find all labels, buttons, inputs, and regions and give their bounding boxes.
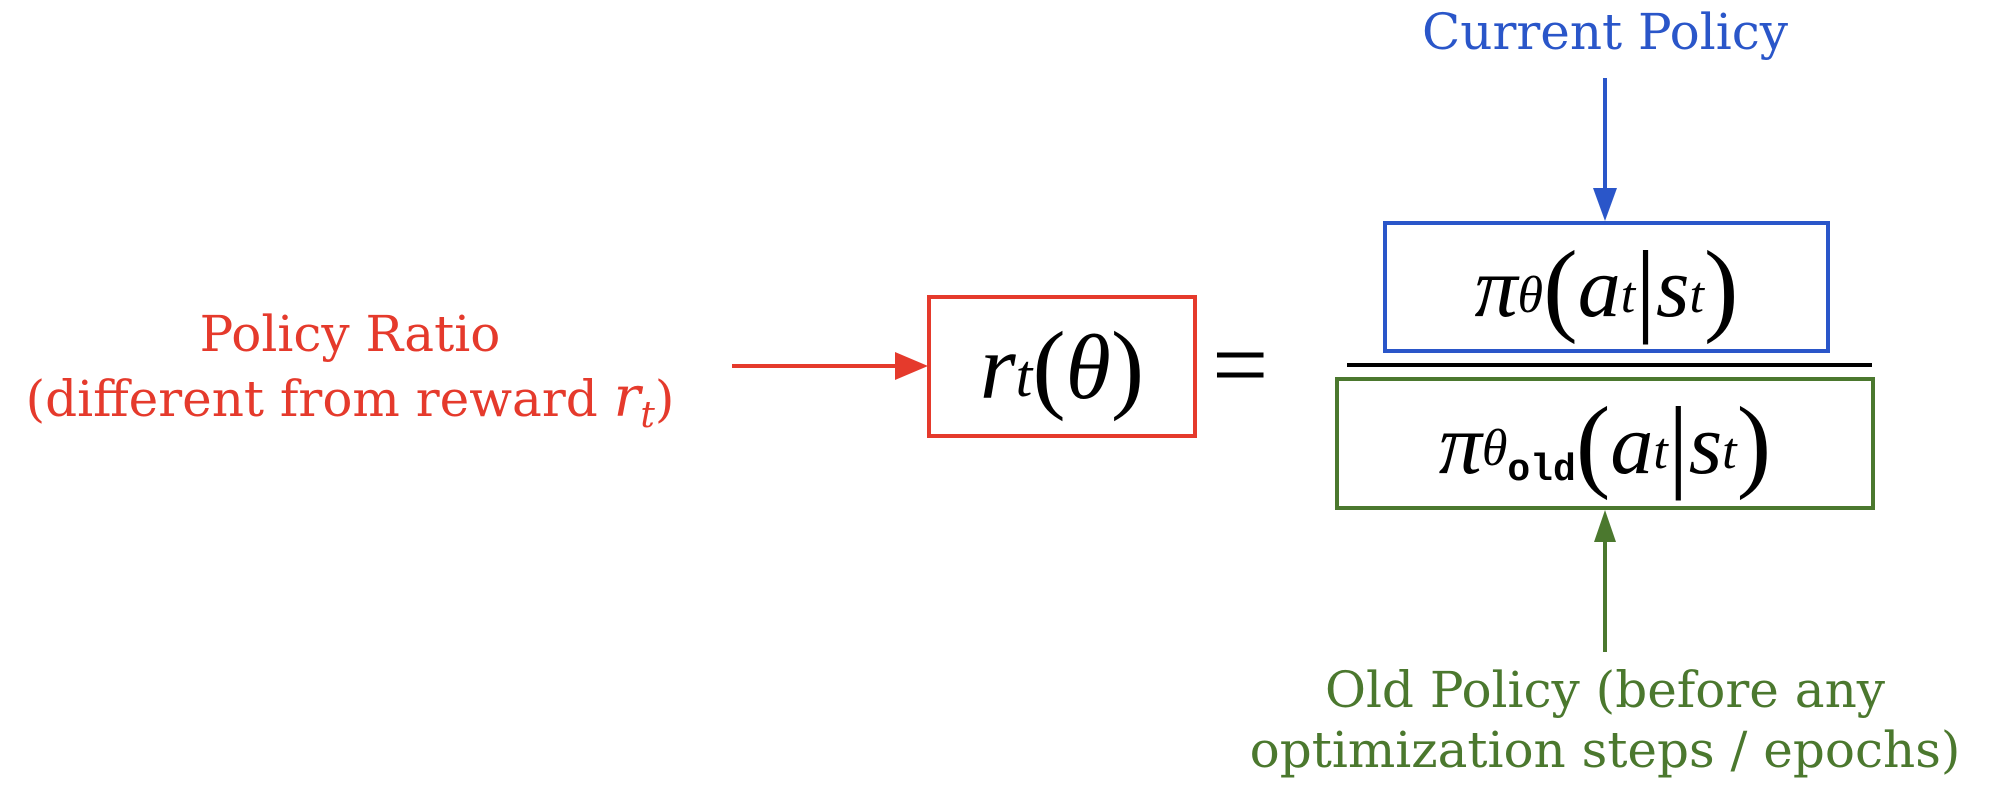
- theta-symbol: θ: [1065, 315, 1111, 418]
- current-policy-arrow: [1593, 78, 1617, 221]
- policy-ratio-arrow: [732, 352, 928, 380]
- policy-ratio-note: (different from reward rt): [25, 365, 675, 436]
- policy-ratio-title: Policy Ratio: [199, 305, 501, 363]
- ratio-symbol: r: [979, 315, 1016, 418]
- current-policy-label: Current Policy: [1422, 3, 1788, 61]
- old-policy-label: Old Policy (before any optimization step…: [1249, 661, 1961, 779]
- equals-sign: =: [1212, 309, 1269, 420]
- old-policy-arrow: [1594, 510, 1616, 652]
- policy-ratio-label: Policy Ratio (different from reward rt): [0, 304, 700, 437]
